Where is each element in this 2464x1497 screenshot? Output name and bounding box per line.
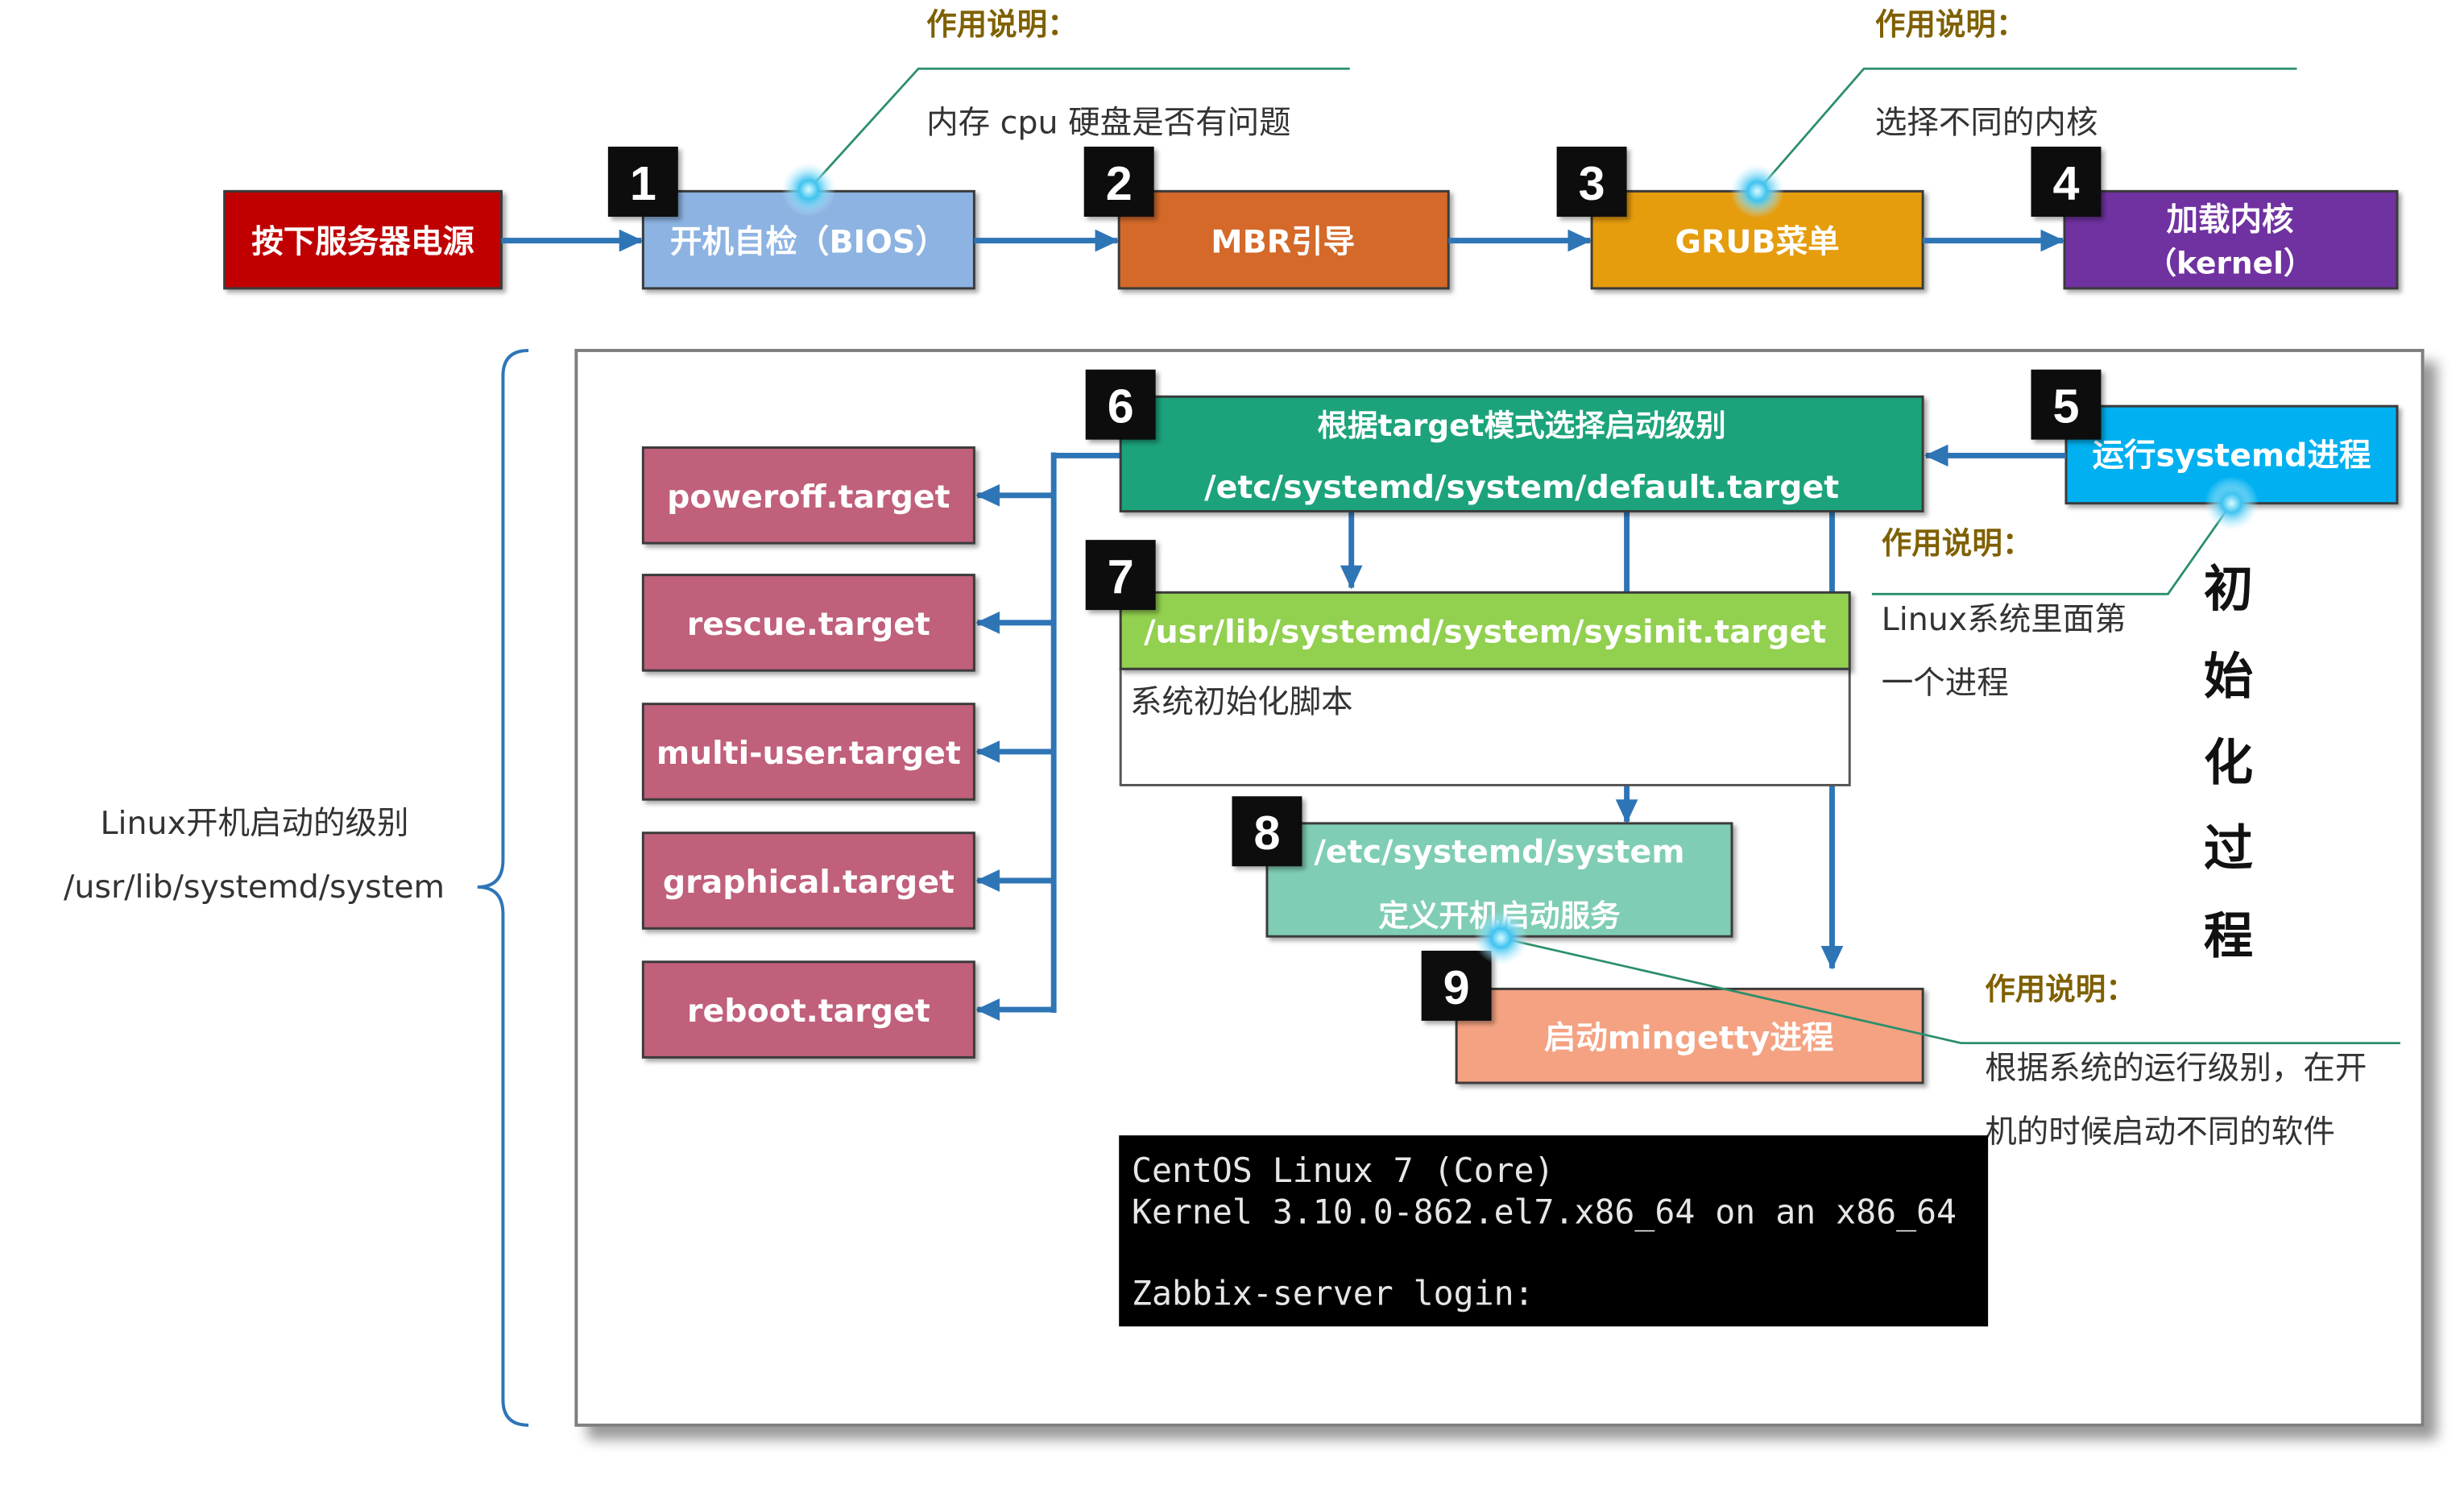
systemd-note-line1: Linux系统里面第: [1882, 601, 2126, 638]
grub-note-dot: [1730, 164, 1785, 218]
multi-user-target-box: [641, 703, 975, 801]
grub-label: GRUB菜单: [1675, 224, 1840, 261]
systemd-note: 作用说明： Linux系统里面第 一个进程: [1871, 476, 2259, 702]
levels-label-line1: Linux开机启动的级别: [100, 805, 408, 842]
systemd-label: 运行systemd进程: [2092, 437, 2371, 474]
sysinit-header-box: [1119, 591, 1851, 670]
init-title-char-1: 初: [2204, 561, 2253, 618]
sysinit-body-text: 系统初始化脚本: [1130, 684, 1353, 721]
step-8-number: 8: [1253, 806, 1280, 860]
default-target-line2: /etc/systemd/system/default.target: [1204, 469, 1839, 506]
bios-label: 开机自检（BIOS）: [670, 224, 947, 261]
systemd-note-line2: 一个进程: [1882, 665, 2009, 702]
mingetty-note-dot: [1473, 910, 1529, 965]
bios-note-leader: [807, 67, 1350, 191]
init-process-title: 初 始 化 过 程: [2204, 561, 2253, 965]
mingetty-note-title: 作用说明：: [1985, 971, 2136, 1006]
mingetty-label: 启动mingetty进程: [1544, 1020, 1834, 1057]
systemd-note-title: 作用说明：: [1882, 525, 2033, 561]
step-4-badge: [2031, 147, 2102, 217]
step-9-badge: [1421, 950, 1492, 1021]
terminal-screen: [1119, 1135, 1989, 1327]
systemd-note-dot: [2204, 476, 2259, 531]
step-5-badge: [2031, 369, 2102, 440]
levels-brace: [477, 348, 529, 1427]
step-6-badge: [1085, 369, 1156, 440]
step-3-number: 3: [1579, 156, 1605, 210]
init-title-char-2: 始: [2204, 649, 2253, 706]
reboot-target-label: reboot.target: [687, 993, 930, 1030]
graphical-target-label: graphical.target: [663, 864, 955, 901]
target-connectors: [975, 452, 1121, 1021]
init-title-char-5: 程: [2204, 908, 2253, 965]
target-list: poweroff.target rescue.target multi-user…: [641, 446, 975, 1059]
power-on-label: 按下服务器电源: [251, 224, 474, 261]
boot-flow-row: 按下服务器电源 开机自检（BIOS） 1 MBR引导 2 GRUB菜单 3 加载…: [223, 147, 2399, 290]
grub-note: 作用说明： 选择不同的内核: [1730, 6, 2297, 218]
levels-label-line2: /usr/lib/systemd/system: [64, 869, 445, 906]
mbr-label: MBR引导: [1211, 224, 1355, 261]
rescue-target-label: rescue.target: [687, 606, 930, 643]
mingetty-note-leader: [1501, 936, 2400, 1044]
bios-note-dot: [781, 162, 836, 217]
kernel-label-line2: （kernel）: [2146, 245, 2313, 280]
sysinit-body-box: [1119, 667, 1851, 786]
mingetty-note: 作用说明： 根据系统的运行级别，在开 机的时候启动不同的软件: [1473, 910, 2400, 1151]
step-6-number: 6: [1108, 379, 1134, 433]
etc-systemd-line1: /etc/systemd/system: [1314, 833, 1684, 870]
mingetty-note-line2: 机的时候启动不同的软件: [1985, 1113, 2335, 1151]
kernel-box: [2063, 189, 2399, 290]
power-on-box: [223, 189, 503, 290]
default-target-step: 根据target模式选择启动级别 /etc/systemd/system/def…: [1085, 369, 1924, 513]
step-8-badge: [1232, 796, 1302, 867]
bios-note-title: 作用说明：: [926, 6, 1078, 42]
sysinit-header-label: /usr/lib/systemd/system/sysinit.target: [1144, 614, 1826, 651]
step-9-number: 9: [1443, 960, 1470, 1014]
poweroff-target-box: [641, 446, 975, 545]
step-5-number: 5: [2052, 379, 2079, 433]
bios-note-text: 内存 cpu 硬盘是否有问题: [926, 104, 1291, 141]
terminal-line-os: CentOS Linux 7 (Core): [1132, 1151, 1554, 1190]
default-target-box: [1119, 395, 1924, 513]
kernel-label-line1: 加载内核: [2166, 201, 2293, 238]
step-7-badge: [1085, 540, 1156, 611]
mingetty-note-line1: 根据系统的运行级别，在开: [1985, 1050, 2367, 1087]
grub-note-leader: [1756, 67, 2297, 193]
init-title-char-3: 化: [2204, 734, 2253, 791]
init-title-char-4: 过: [2204, 820, 2253, 877]
multi-user-target-label: multi-user.target: [656, 735, 961, 772]
terminal-line-login: Zabbix-server login:: [1132, 1273, 1534, 1312]
step-3-badge: [1556, 147, 1627, 217]
default-target-line1: 根据target模式选择启动级别: [1317, 408, 1725, 443]
grub-note-title: 作用说明：: [1875, 6, 2027, 42]
rescue-target-box: [641, 574, 975, 672]
graphical-target-box: [641, 831, 975, 930]
systemd-note-leader: [1871, 502, 2233, 595]
step-2-badge: [1083, 147, 1154, 217]
step-1-number: 1: [630, 156, 656, 210]
step-4-number: 4: [2052, 156, 2079, 210]
login-terminal: CentOS Linux 7 (Core) Kernel 3.10.0-862.…: [1119, 1135, 1989, 1327]
step-2-number: 2: [1106, 156, 1133, 210]
mbr-box: [1117, 189, 1450, 290]
reboot-target-box: [641, 960, 975, 1059]
grub-note-text: 选择不同的内核: [1875, 104, 2098, 141]
terminal-line-kernel: Kernel 3.10.0-862.el7.x86_64 on an x86_6…: [1132, 1192, 1957, 1232]
mingetty-step: 启动mingetty进程 9: [1421, 950, 1924, 1084]
sysinit-step: /usr/lib/systemd/system/sysinit.target 系…: [1085, 540, 1851, 786]
step-7-number: 7: [1108, 549, 1134, 603]
bios-note: 作用说明： 内存 cpu 硬盘是否有问题: [781, 6, 1350, 217]
step-1-badge: [607, 147, 678, 217]
mingetty-box: [1455, 987, 1924, 1084]
poweroff-target-label: poweroff.target: [667, 479, 950, 516]
